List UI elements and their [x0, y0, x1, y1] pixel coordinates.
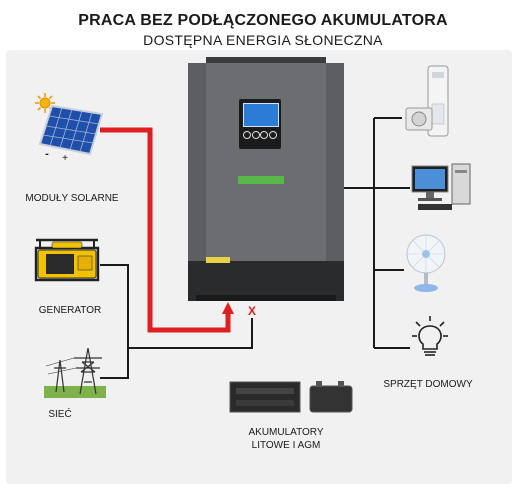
solar-positive-mark: + [62, 153, 68, 164]
solar-panel-icon [38, 104, 104, 156]
battery-label-line1: AKUMULATORY [248, 427, 324, 438]
inverter-button[interactable] [243, 131, 251, 139]
diagram-subtitle: DOSTĘPNA ENERGIA SŁONECZNA [143, 32, 383, 48]
dc-wire-arrow [222, 302, 234, 314]
fan-icon [406, 234, 446, 292]
solar-label: MODUŁY SOLARNE [25, 193, 119, 204]
solar-negative-mark: - [45, 148, 49, 160]
inverter-logo [238, 176, 284, 184]
inverter-buttons[interactable] [243, 131, 277, 143]
light-bulb-icon [412, 316, 448, 356]
air-conditioner-icon [405, 65, 449, 137]
diagram-title: PRACA BEZ PODŁĄCZONEGO AKUMULATORA [78, 12, 448, 29]
battery-icon [229, 381, 353, 413]
power-pylon-icon [44, 347, 106, 398]
inverter-button[interactable] [268, 131, 277, 139]
ac-input-bus [128, 318, 253, 349]
dc-wire [100, 127, 231, 333]
battery-label-line2: LITOWE I AGM [251, 440, 321, 451]
inverter-button[interactable] [260, 131, 269, 139]
generator-icon [34, 238, 100, 282]
grid-label: SIEĆ [48, 409, 72, 420]
generator-label: GENERATOR [38, 305, 102, 316]
inverter-screen [243, 103, 279, 127]
inverter-icon[interactable] [188, 57, 344, 301]
battery-disconnected-mark: X [247, 304, 256, 318]
computer-icon [411, 163, 471, 210]
loads-label: SPRZĘT DOMOWY [383, 379, 473, 390]
ac-input-wire-generator [100, 264, 129, 379]
inverter-button[interactable] [251, 131, 260, 139]
